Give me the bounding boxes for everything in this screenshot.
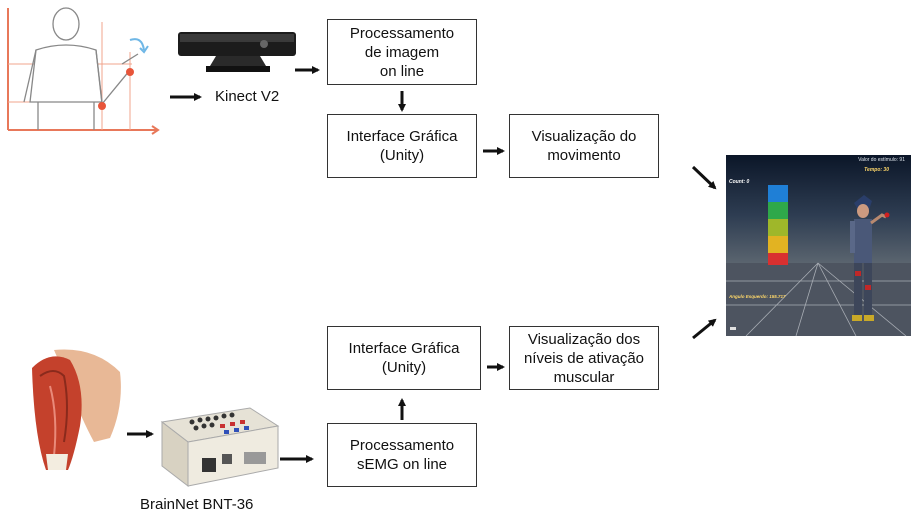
box-muscle-visualization: Visualização dos níveis de ativação musc… (509, 326, 659, 390)
arrow-muscle-to-screen (692, 318, 717, 340)
arrow-movement-to-screen (691, 165, 717, 190)
box-gui-top: Interface Gráfica (Unity) (327, 114, 477, 178)
box-image-processing: Processamento de imagem on line (327, 19, 477, 85)
person-tracking-illustration (7, 7, 160, 135)
kinect-sensor-icon (178, 32, 296, 72)
box-gui-bottom: Interface Gráfica (Unity) (327, 326, 481, 390)
box-semg-processing: Processamento sEMG on line (327, 423, 477, 487)
game-scene (726, 155, 911, 336)
angle-text: Angulo Esquerdo: 155.717 (729, 294, 786, 299)
target-value-text: Valor do estímulo: 91 (858, 157, 905, 163)
game-screenshot: Count: 0 Valor do estímulo: 91 Tempo: 30… (726, 155, 911, 336)
count-text: Count: 0 (729, 179, 750, 185)
kinect-label: Kinect V2 (215, 88, 280, 105)
time-text: Tempo: 30 (864, 167, 889, 173)
brainnet-label: BrainNet BNT-36 (140, 496, 254, 513)
arm-muscle-illustration (32, 349, 121, 470)
box-movement-visualization: Visualização do movimento (509, 114, 659, 178)
emg-device-icon (160, 407, 280, 488)
